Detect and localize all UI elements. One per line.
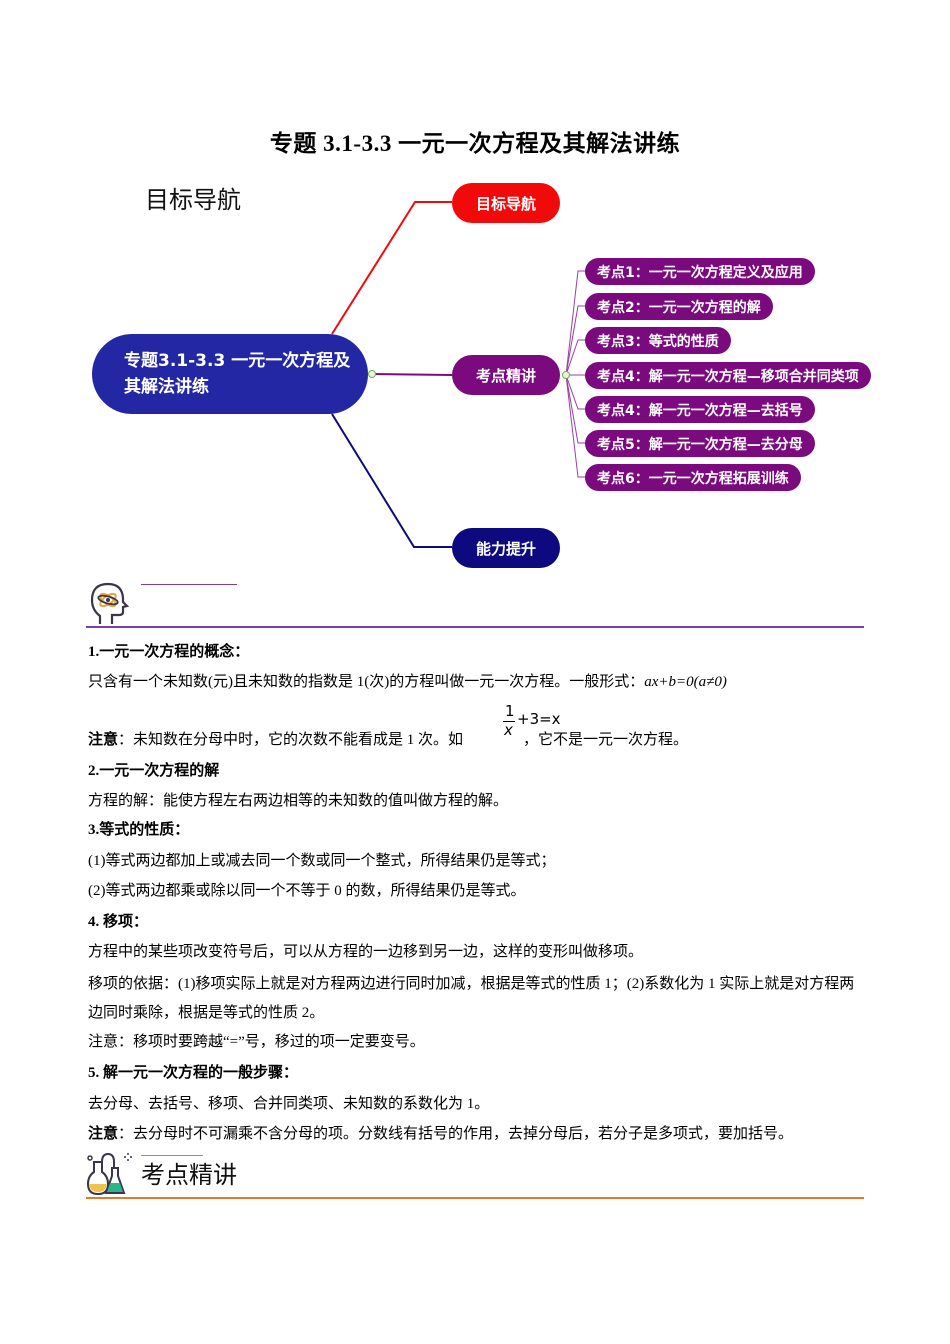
paragraph-concept: 只含有一个未知数(元)且未知数的指数是 1(次)的方程叫做一元一次方程。一般形式… <box>88 672 727 692</box>
transposition-basis: 移项的依据：(1)移项实际上就是对方程两边进行同时加减，根据是等式的性质 1；(… <box>88 976 855 1021</box>
heading-concept: 1.一元一次方程的概念： <box>88 644 250 660</box>
collapse-toggle-root[interactable] <box>368 370 376 378</box>
property-1: (1)等式两边都加上或减去同一个数或同一个整式，所得结果仍是等式； <box>88 853 556 869</box>
collapse-toggle-key-points[interactable] <box>562 371 570 379</box>
leaf-node-3[interactable]: 考点3：等式的性质 <box>585 327 731 354</box>
fraction-bar <box>503 721 515 722</box>
fraction-numerator: 1 <box>505 702 515 720</box>
general-steps: 去分母、去括号、移项、合并同类项、未知数的系数化为 1。 <box>88 1096 490 1112</box>
heading-general-steps: 5. 解一元一次方程的一般步骤： <box>88 1065 299 1081</box>
general-form-formula: ax+b=0(a≠0) <box>644 674 727 690</box>
transposition-definition: 方程中的某些项改变符号后，可以从方程的一边移到另一边，这样的变形叫做移项。 <box>88 944 644 960</box>
root-node-label: 专题3.1-3.3 一元一次方程及其解法讲练 <box>124 351 351 397</box>
brain-atom-icon <box>88 580 132 626</box>
leaf-node-1[interactable]: 考点1：一元一次方程定义及应用 <box>585 258 815 285</box>
fraction-example: 1 x +3=x <box>503 702 573 742</box>
heading-transposition: 4. 移项： <box>88 914 149 930</box>
mindmap: 专题3.1-3.3 一元一次方程及其解法讲练 目标导航 考点精讲 能力提升 考点… <box>0 0 950 580</box>
document-title: 专题 3.1-3.3 一元一次方程及其解法讲练 <box>269 131 681 156</box>
section-top-rule <box>141 584 237 585</box>
heading-equality-properties: 3.等式的性质： <box>88 822 190 838</box>
branch-node-key-points[interactable]: 考点精讲 <box>452 355 560 395</box>
transposition-note: 注意：移项时要跨越“=”号，移过的项一定要变号。 <box>88 1034 425 1050</box>
fraction-rest: +3=x <box>517 710 561 728</box>
section-top-rule <box>141 1155 203 1156</box>
note-tail: ，它不是一元一次方程。 <box>523 732 689 748</box>
branch-node-target-navigation[interactable]: 目标导航 <box>452 183 560 223</box>
note-text: ：去分母时不可漏乘不含分母的项。分数线有括号的作用，去掉分母后，若分子是多项式，… <box>118 1126 794 1142</box>
paragraph-solution: 方程的解：能使方程左右两边相等的未知数的值叫做方程的解。 <box>88 793 509 809</box>
concept-text: 只含有一个未知数(元)且未知数的指数是 1(次)的方程叫做一元一次方程。一般形式… <box>88 674 645 690</box>
section-title-key-points: 考点精讲 <box>141 1161 237 1189</box>
mindmap-connectors <box>331 201 590 548</box>
mindmap-root-node[interactable]: 专题3.1-3.3 一元一次方程及其解法讲练 <box>92 334 368 414</box>
leaf-node-7[interactable]: 考点6：一元一次方程拓展训练 <box>585 464 801 491</box>
leaf-node-5[interactable]: 考点4：解一元一次方程—去括号 <box>585 396 815 423</box>
section-divider <box>86 626 864 628</box>
note-text: ：未知数在分母中时，它的次数不能看成是 1 次。如 <box>118 732 464 748</box>
branch-node-ability-improvement[interactable]: 能力提升 <box>452 528 560 568</box>
note-steps: 注意：去分母时不可漏乘不含分母的项。分数线有括号的作用，去掉分母后，若分子是多项… <box>88 1124 793 1144</box>
leaf-node-4[interactable]: 考点4：解一元一次方程—移项合并同类项 <box>585 362 871 389</box>
section-divider <box>86 1197 864 1199</box>
fraction-denominator: x <box>504 721 513 739</box>
lab-flask-icon <box>86 1150 138 1196</box>
mindmap-heading: 目标导航 <box>145 186 241 214</box>
note-label: 注意 <box>88 1126 119 1142</box>
leaf-node-6[interactable]: 考点5：解一元一次方程—去分母 <box>585 430 815 457</box>
property-2: (2)等式两边都乘或除以同一个不等于 0 的数，所得结果仍是等式。 <box>88 883 526 899</box>
heading-solution: 2.一元一次方程的解 <box>88 763 220 779</box>
note-concept: 注意：未知数在分母中时，它的次数不能看成是 1 次。如 ，它不是一元一次方程。 <box>88 730 688 750</box>
leaf-node-2[interactable]: 考点2：一元一次方程的解 <box>585 293 773 320</box>
note-label: 注意 <box>88 732 119 748</box>
